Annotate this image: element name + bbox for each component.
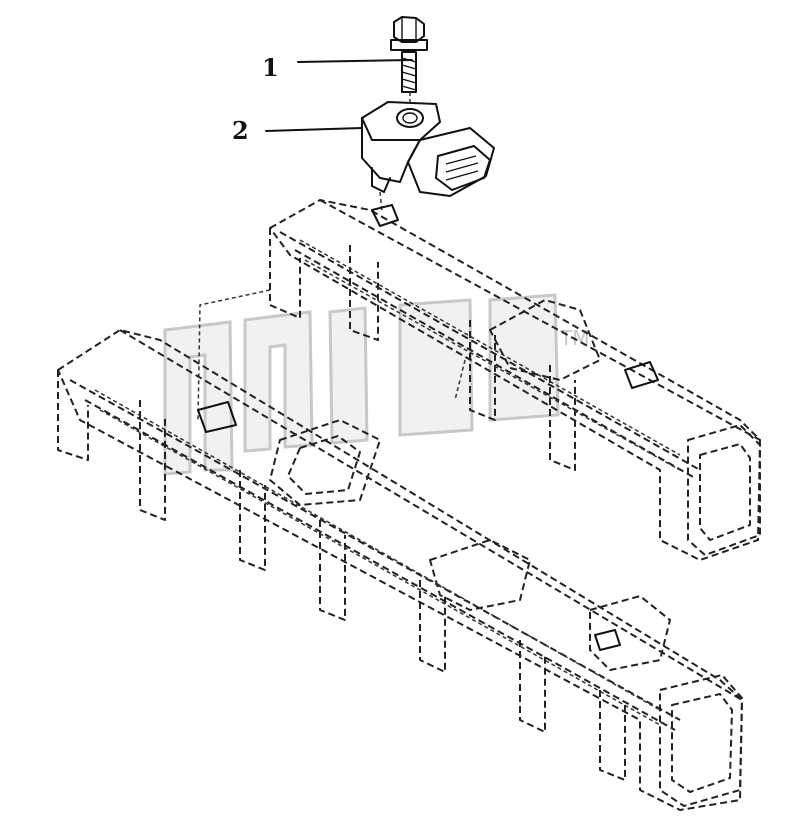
bolt-part <box>390 16 428 93</box>
connector-dash-manifolds <box>197 289 271 421</box>
lower-manifold <box>57 329 743 811</box>
leader-line-2 <box>265 127 363 132</box>
callout-number-1: 1 <box>262 53 279 82</box>
watermark-logo: TM <box>163 293 589 476</box>
pressure-sensor-part <box>361 101 495 197</box>
leader-line-1 <box>297 59 413 63</box>
upper-manifold <box>269 199 761 561</box>
manifold-sensor-ports <box>197 204 659 651</box>
connector-dash-sensor <box>379 191 383 213</box>
callout-number-2: 2 <box>232 116 249 145</box>
